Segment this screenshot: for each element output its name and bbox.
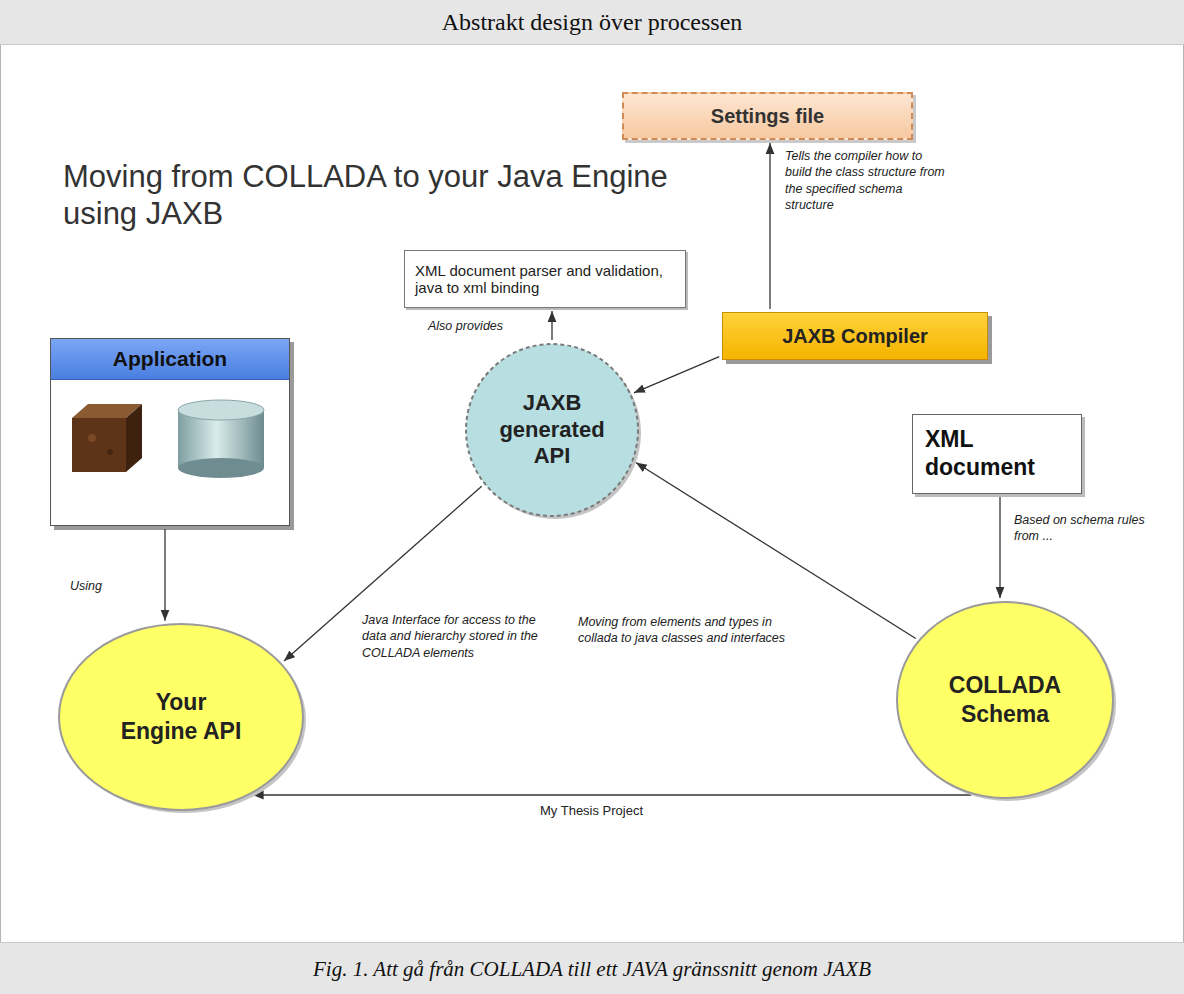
connector-arrow [636,463,916,639]
connector-arrow [999,497,1000,598]
schema-circle: COLLADA Schema [895,600,1115,800]
edge-label: Java Interface for access to the data an… [362,612,540,661]
connector-arrow [634,357,719,393]
edge-label: Tells the compiler how to build the clas… [785,148,950,213]
document-box: XML document [912,414,1082,494]
settings-box: Settings file [622,92,913,140]
node-label: COLLADA Schema [935,671,1075,729]
cylinder-icon [178,400,264,478]
edge-label: Moving from elements and types in collad… [578,614,793,647]
node-label: XML document [925,426,1069,481]
note-box: XML document parser and validation, java… [404,250,686,308]
edge-label: Also provides [428,318,528,334]
caption-band: Fig. 1. Att gå från COLLADA till ett JAV… [0,942,1184,994]
ellipse-outline [57,622,305,812]
compiler-box: JAXB Compiler [722,312,988,360]
edge-label: Using [70,578,150,594]
window-title: Application [51,339,289,380]
edge-label: Based on schema rules from ... [1014,512,1169,545]
connector-arrow [551,311,552,340]
ellipse-outline [895,600,1115,800]
node-label: JAXB generated API [492,390,612,469]
caption: Fig. 1. Att gå från COLLADA till ett JAV… [313,957,871,982]
node-label: Settings file [711,105,824,128]
node-label: JAXB Compiler [782,325,928,348]
engine-circle: Your Engine API [57,622,305,812]
cube-icon [72,404,142,472]
node-label: XML document parser and validation, java… [415,262,675,296]
connector-arrow [253,794,972,795]
application-window: Application [50,338,290,526]
diagram-heading: Moving from COLLADA to your Java Engine … [63,158,703,232]
title-band: Abstrakt design över processen [0,0,1184,45]
connector-arrow [164,529,165,621]
connector-arrow [769,143,770,309]
application-body [50,338,290,526]
title: Abstrakt design över processen [442,9,743,36]
node-label: Your Engine API [117,688,245,746]
api-circle: JAXB generated API [464,342,640,518]
edge-label: My Thesis Project [540,803,700,820]
